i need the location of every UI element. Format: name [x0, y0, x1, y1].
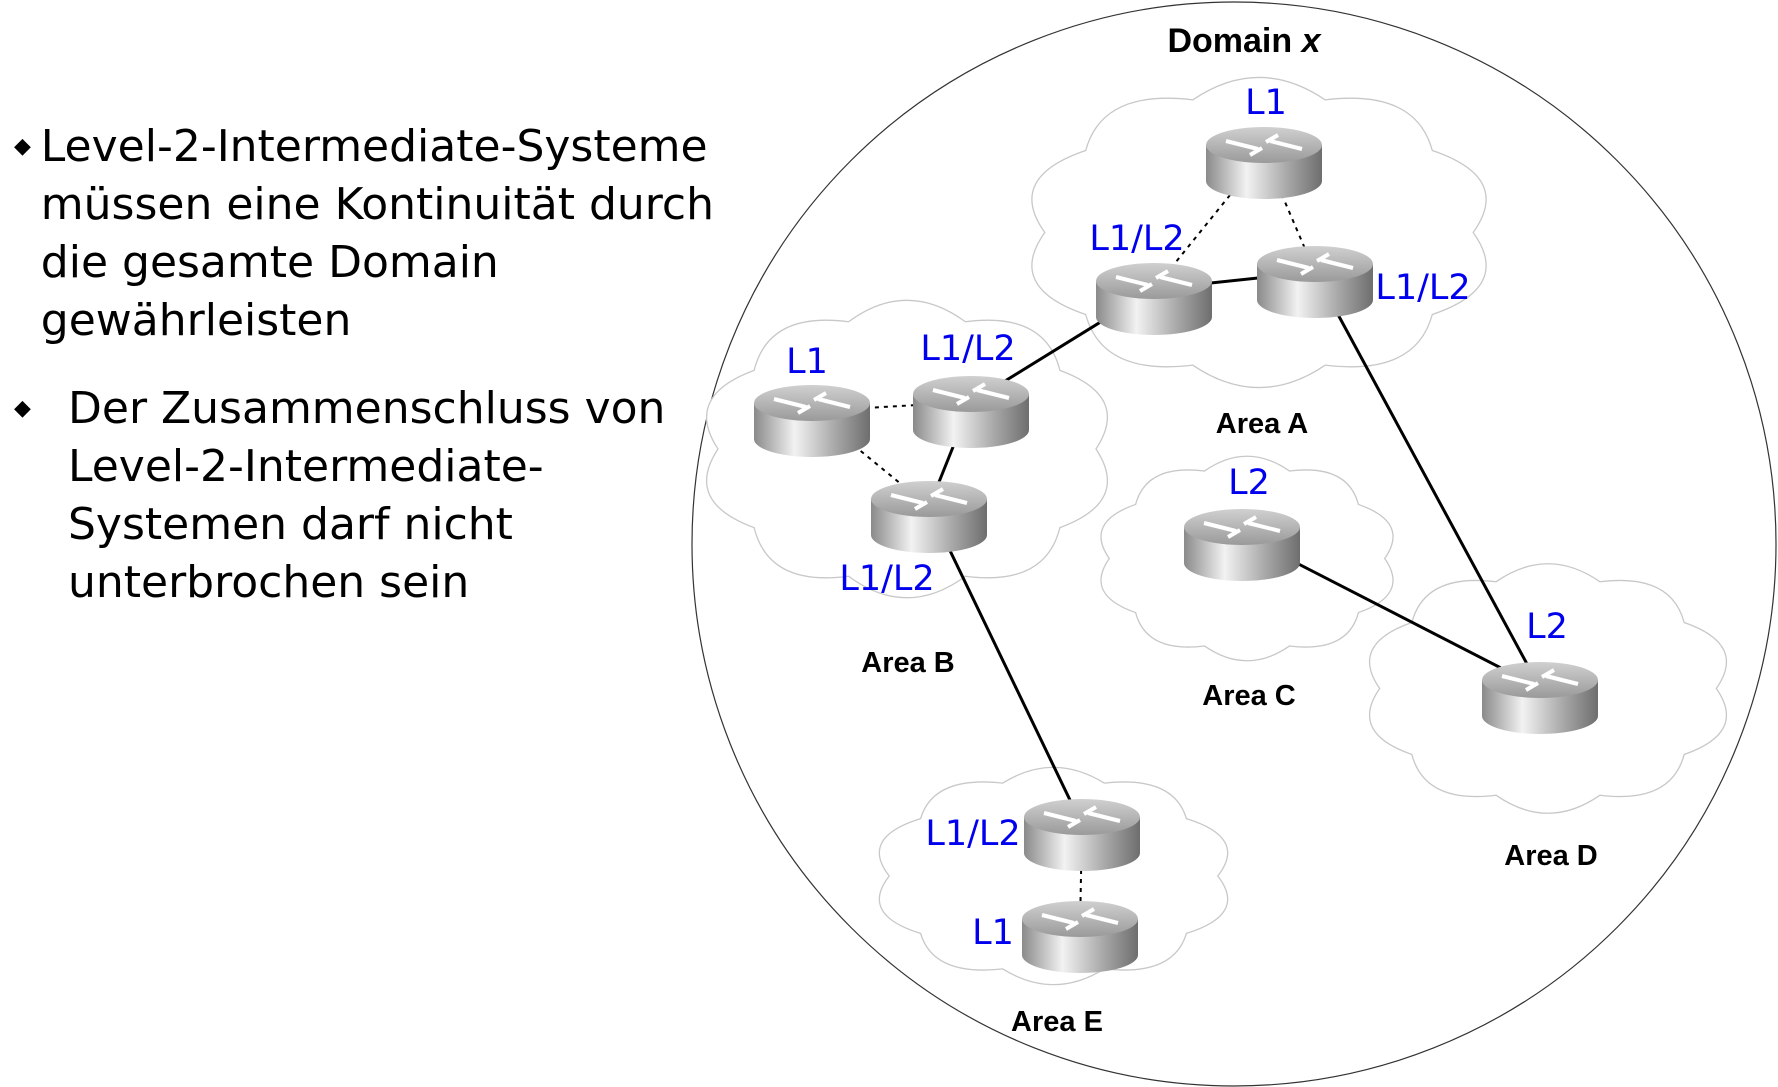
router-arrow	[1085, 913, 1119, 925]
router-arrow	[971, 382, 987, 393]
bullet-line: Level-2-Intermediate-Systeme	[40, 121, 708, 172]
router-label: L1/L2	[1089, 219, 1184, 259]
router-arrow	[812, 391, 828, 402]
router-arrow	[1203, 521, 1237, 533]
router-arrow	[1501, 674, 1535, 686]
router-arrow	[1524, 681, 1540, 692]
router-arrow	[1138, 282, 1154, 293]
router-arrow	[1080, 907, 1096, 918]
router-arrow	[1320, 258, 1354, 270]
router-arrow	[932, 388, 966, 400]
router-arrow	[1264, 133, 1280, 144]
router-label: L1	[1245, 83, 1287, 123]
area-cloud	[878, 766, 1229, 986]
bullet-line: Der Zusammenschluss von	[68, 383, 666, 434]
router-label: L2	[1526, 607, 1568, 647]
router-icon	[1022, 901, 1138, 973]
router-arrow	[1242, 515, 1258, 526]
router-arrow	[1159, 275, 1193, 287]
bullet-item: ◆ Der Zusammenschluss von Level-2-Interm…	[14, 380, 714, 612]
area-label-c: Area C	[1202, 680, 1296, 712]
router-arrow	[1315, 252, 1331, 263]
solid-link	[927, 506, 1084, 826]
router-arrow	[890, 493, 924, 505]
router-arrow	[1225, 139, 1259, 151]
router-icon	[1482, 662, 1598, 734]
diamond-bullet-icon: ◆	[14, 396, 31, 421]
router-icon	[1024, 799, 1140, 871]
router-label: L1	[786, 342, 828, 382]
bullet-line: unterbrochen sein	[68, 557, 470, 608]
router-arrow	[1276, 258, 1310, 270]
router-arrow	[929, 487, 945, 498]
bullet-text: Level-2-Intermediate-Systeme müssen eine…	[41, 118, 714, 350]
bullet-text: Der Zusammenschluss von Level-2-Intermed…	[68, 380, 665, 612]
router-label: L1/L2	[925, 814, 1020, 854]
domain-title-text: Domain	[1167, 22, 1301, 60]
router-arrow	[1269, 139, 1303, 151]
router-label: L2	[1228, 463, 1270, 503]
bullet-list: ◆ Level-2-Intermediate-Systeme müssen ei…	[14, 118, 714, 642]
router-label: L1	[972, 913, 1014, 953]
router-icon	[1184, 509, 1300, 581]
router-arrow	[1545, 674, 1579, 686]
router-arrow	[913, 500, 929, 511]
domain-title: Domain x	[1167, 22, 1322, 60]
router-arrow	[1043, 811, 1077, 823]
router-arrow	[976, 388, 1010, 400]
router-arrow	[796, 404, 812, 415]
router-arrow	[1082, 805, 1098, 816]
router-icon	[871, 481, 987, 553]
router-arrow	[1087, 811, 1121, 823]
router-arrow	[934, 493, 968, 505]
area-cloud	[705, 299, 1109, 599]
diamond-bullet-icon: ◆	[14, 134, 31, 159]
router-arrow	[1064, 920, 1080, 931]
router-arrow	[817, 397, 851, 409]
router-icon	[1096, 263, 1212, 335]
area-label-b: Area B	[861, 647, 955, 679]
router-arrow	[1154, 269, 1170, 280]
bullet-item: ◆ Level-2-Intermediate-Systeme müssen ei…	[14, 118, 714, 350]
router-arrow	[1066, 818, 1082, 829]
router-icon	[913, 376, 1029, 448]
area-label-d: Area D	[1504, 840, 1598, 872]
router-label: L1/L2	[1375, 268, 1470, 308]
bullet-line: Systemen darf nicht	[68, 499, 513, 550]
router-arrow	[1226, 528, 1242, 539]
area-label-a: Area A	[1216, 408, 1308, 440]
bullet-line: die gesamte Domain	[40, 237, 499, 288]
router-arrow	[955, 395, 971, 406]
bullet-line: müssen eine Kontinuität durch	[40, 179, 714, 230]
router-arrow	[1299, 265, 1315, 276]
domain-variable: x	[1300, 22, 1323, 60]
solid-link	[1313, 271, 1542, 689]
router-arrow	[1248, 146, 1264, 157]
router-label: L1/L2	[920, 329, 1015, 369]
router-arrow	[1247, 521, 1281, 533]
domain-boundary	[691, 1, 1777, 1087]
bullet-line: Level-2-Intermediate-	[68, 441, 544, 492]
router-icon	[1206, 127, 1322, 199]
router-label: L1/L2	[839, 559, 934, 599]
router-arrow	[1540, 668, 1556, 679]
router-arrow	[1041, 913, 1075, 925]
router-arrow	[773, 397, 807, 409]
router-icon	[754, 385, 870, 457]
router-icon	[1257, 246, 1373, 318]
area-label-e: Area E	[1011, 1006, 1103, 1038]
bullet-line: gewährleisten	[40, 295, 352, 346]
router-arrow	[1115, 275, 1149, 287]
